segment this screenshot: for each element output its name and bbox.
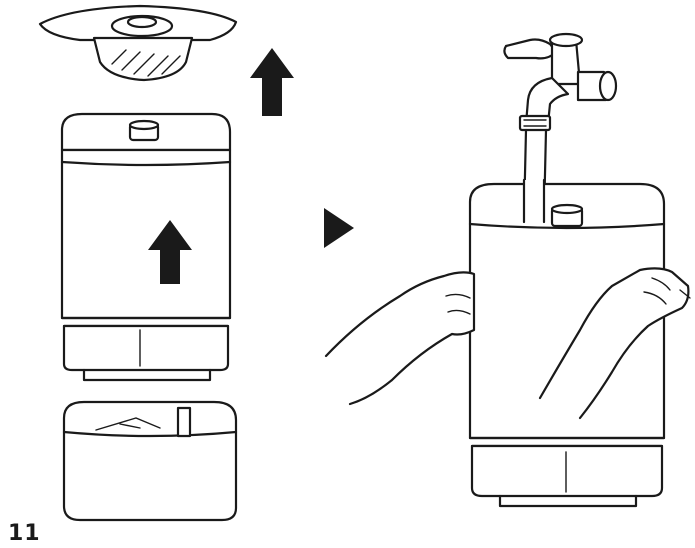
arrow-right-icon — [324, 208, 354, 248]
water-tank-icon — [470, 180, 664, 506]
filter-basket-icon — [40, 6, 236, 80]
water-tank-icon — [62, 114, 230, 380]
arrow-up-icon — [250, 48, 294, 116]
step-number: 11 — [8, 522, 41, 546]
water-tap-icon — [504, 34, 616, 130]
fountain-base-icon — [64, 402, 236, 520]
